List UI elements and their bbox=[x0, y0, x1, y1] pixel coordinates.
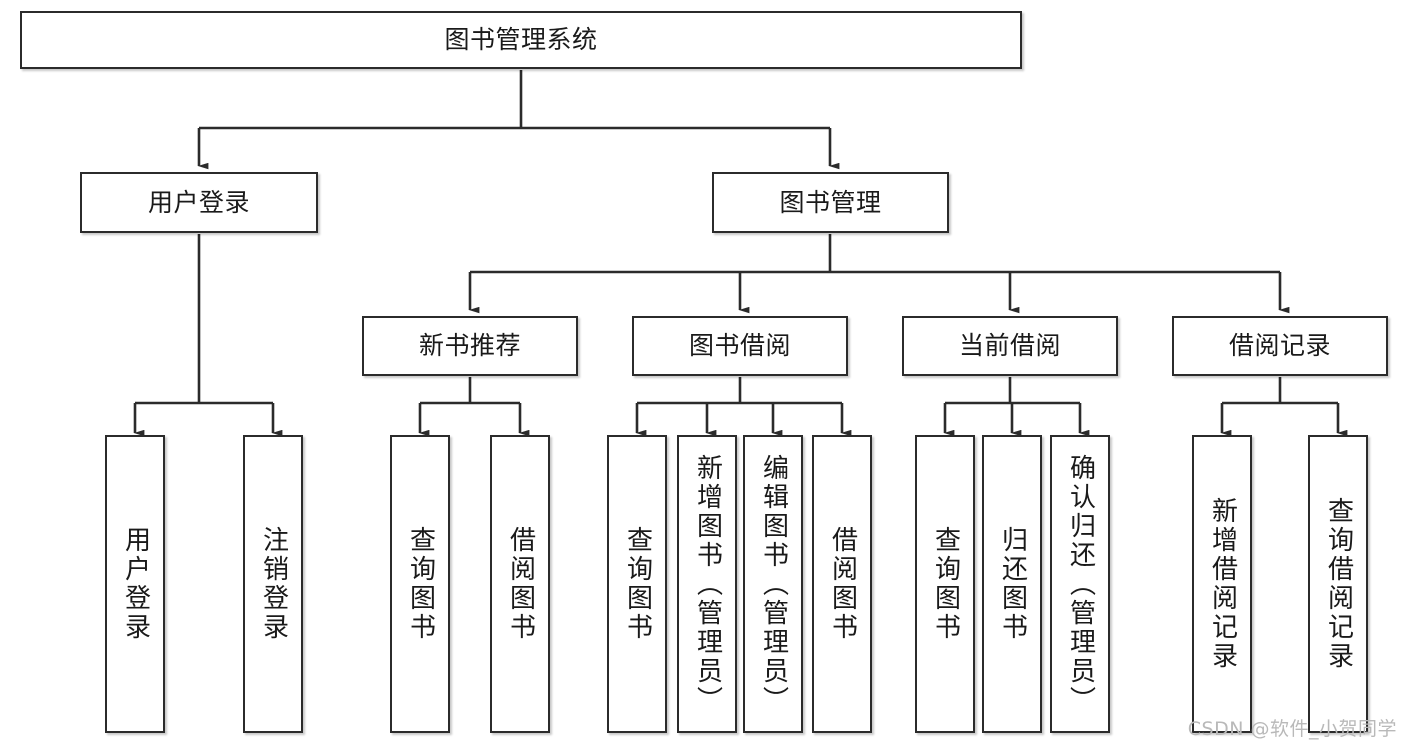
leaf-current-confirm-return-admin[interactable]: 确认归还（管理员） bbox=[1050, 435, 1110, 733]
leaf-current-return-book[interactable]: 归还图书 bbox=[982, 435, 1042, 733]
node-label: 借阅图书 bbox=[505, 526, 536, 642]
leaf-user-login-signin[interactable]: 用户登录 bbox=[105, 435, 165, 733]
node-label: 当前借阅 bbox=[958, 331, 1061, 361]
node-label: 查询图书 bbox=[622, 526, 653, 642]
leaf-borrow-query-book[interactable]: 查询图书 bbox=[607, 435, 667, 733]
leaf-borrow-borrow-book[interactable]: 借阅图书 bbox=[812, 435, 872, 733]
node-book-management[interactable]: 图书管理 bbox=[712, 172, 949, 233]
leaf-record-add-record[interactable]: 新增借阅记录 bbox=[1192, 435, 1252, 733]
node-user-login[interactable]: 用户登录 bbox=[80, 172, 318, 233]
node-label: 注销登录 bbox=[258, 526, 289, 642]
node-label: 借阅记录 bbox=[1228, 331, 1331, 361]
leaf-recommend-borrow-book[interactable]: 借阅图书 bbox=[490, 435, 550, 733]
csdn-watermark: CSDN @软件_小贺同学 bbox=[1187, 718, 1397, 740]
leaf-current-query-book[interactable]: 查询图书 bbox=[915, 435, 975, 733]
leaf-borrow-edit-book-admin[interactable]: 编辑图书（管理员） bbox=[743, 435, 803, 733]
node-label: 图书管理 bbox=[779, 187, 882, 217]
leaf-recommend-query-book[interactable]: 查询图书 bbox=[390, 435, 450, 733]
node-label: 新书推荐 bbox=[418, 331, 521, 361]
node-root-system[interactable]: 图书管理系统 bbox=[20, 11, 1022, 69]
node-label: 新增借阅记录 bbox=[1207, 497, 1238, 671]
node-label: 确认归还（管理员） bbox=[1065, 453, 1096, 715]
leaf-record-query-record[interactable]: 查询借阅记录 bbox=[1308, 435, 1368, 733]
node-new-book-recommend[interactable]: 新书推荐 bbox=[362, 316, 578, 376]
node-label: 查询借阅记录 bbox=[1323, 497, 1354, 671]
node-label: 用户登录 bbox=[120, 526, 151, 642]
node-label: 图书管理系统 bbox=[444, 25, 598, 55]
node-label: 编辑图书（管理员） bbox=[758, 453, 789, 715]
node-label: 查询图书 bbox=[405, 526, 436, 642]
leaf-borrow-add-book-admin[interactable]: 新增图书（管理员） bbox=[677, 435, 737, 733]
node-label: 借阅图书 bbox=[827, 526, 858, 642]
node-current-borrow[interactable]: 当前借阅 bbox=[902, 316, 1118, 376]
node-label: 归还图书 bbox=[997, 526, 1028, 642]
node-borrow-record[interactable]: 借阅记录 bbox=[1172, 316, 1388, 376]
node-label: 查询图书 bbox=[930, 526, 961, 642]
node-label: 新增图书（管理员） bbox=[692, 453, 723, 715]
leaf-user-login-signout[interactable]: 注销登录 bbox=[243, 435, 303, 733]
node-book-borrow[interactable]: 图书借阅 bbox=[632, 316, 848, 376]
node-label: 图书借阅 bbox=[688, 331, 791, 361]
node-label: 用户登录 bbox=[147, 187, 250, 217]
